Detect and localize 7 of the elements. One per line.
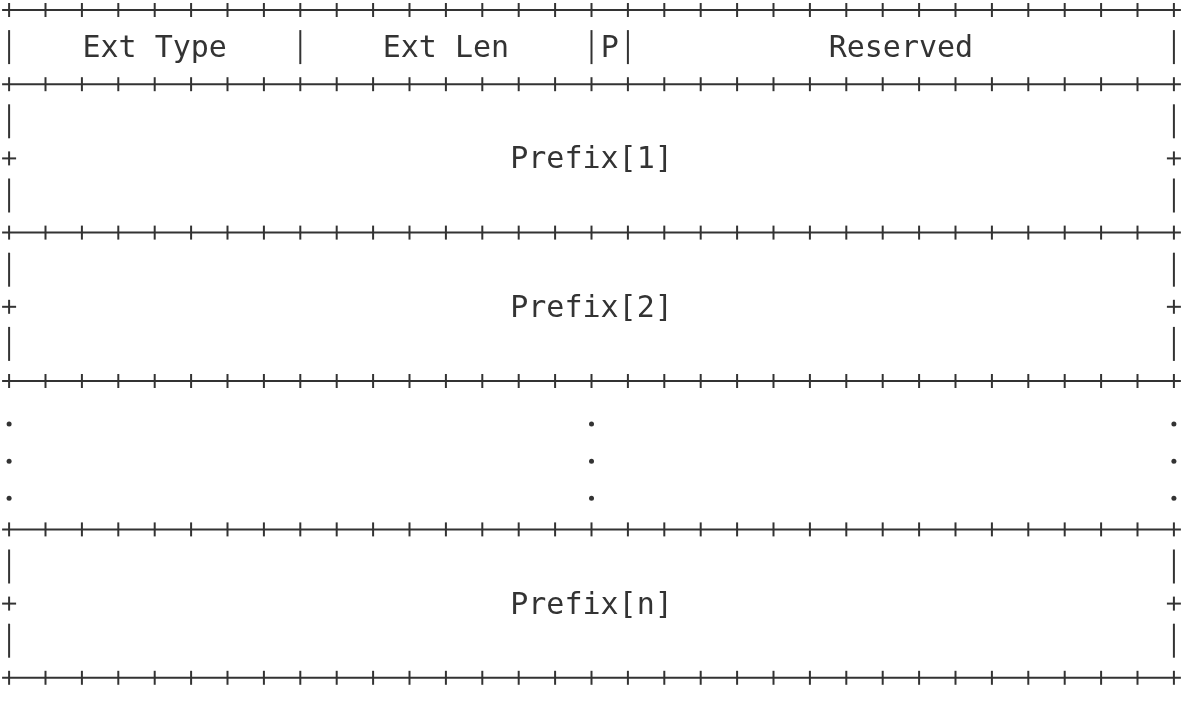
field-label: P — [600, 32, 619, 63]
field-label: Prefix[n] — [510, 588, 673, 619]
field-label: Reserved — [828, 32, 974, 63]
field-label: Prefix[2] — [510, 291, 673, 322]
field-label: Ext Len — [382, 32, 510, 63]
field-label: Prefix[1] — [510, 143, 673, 174]
field-label: Ext Type — [82, 32, 227, 63]
